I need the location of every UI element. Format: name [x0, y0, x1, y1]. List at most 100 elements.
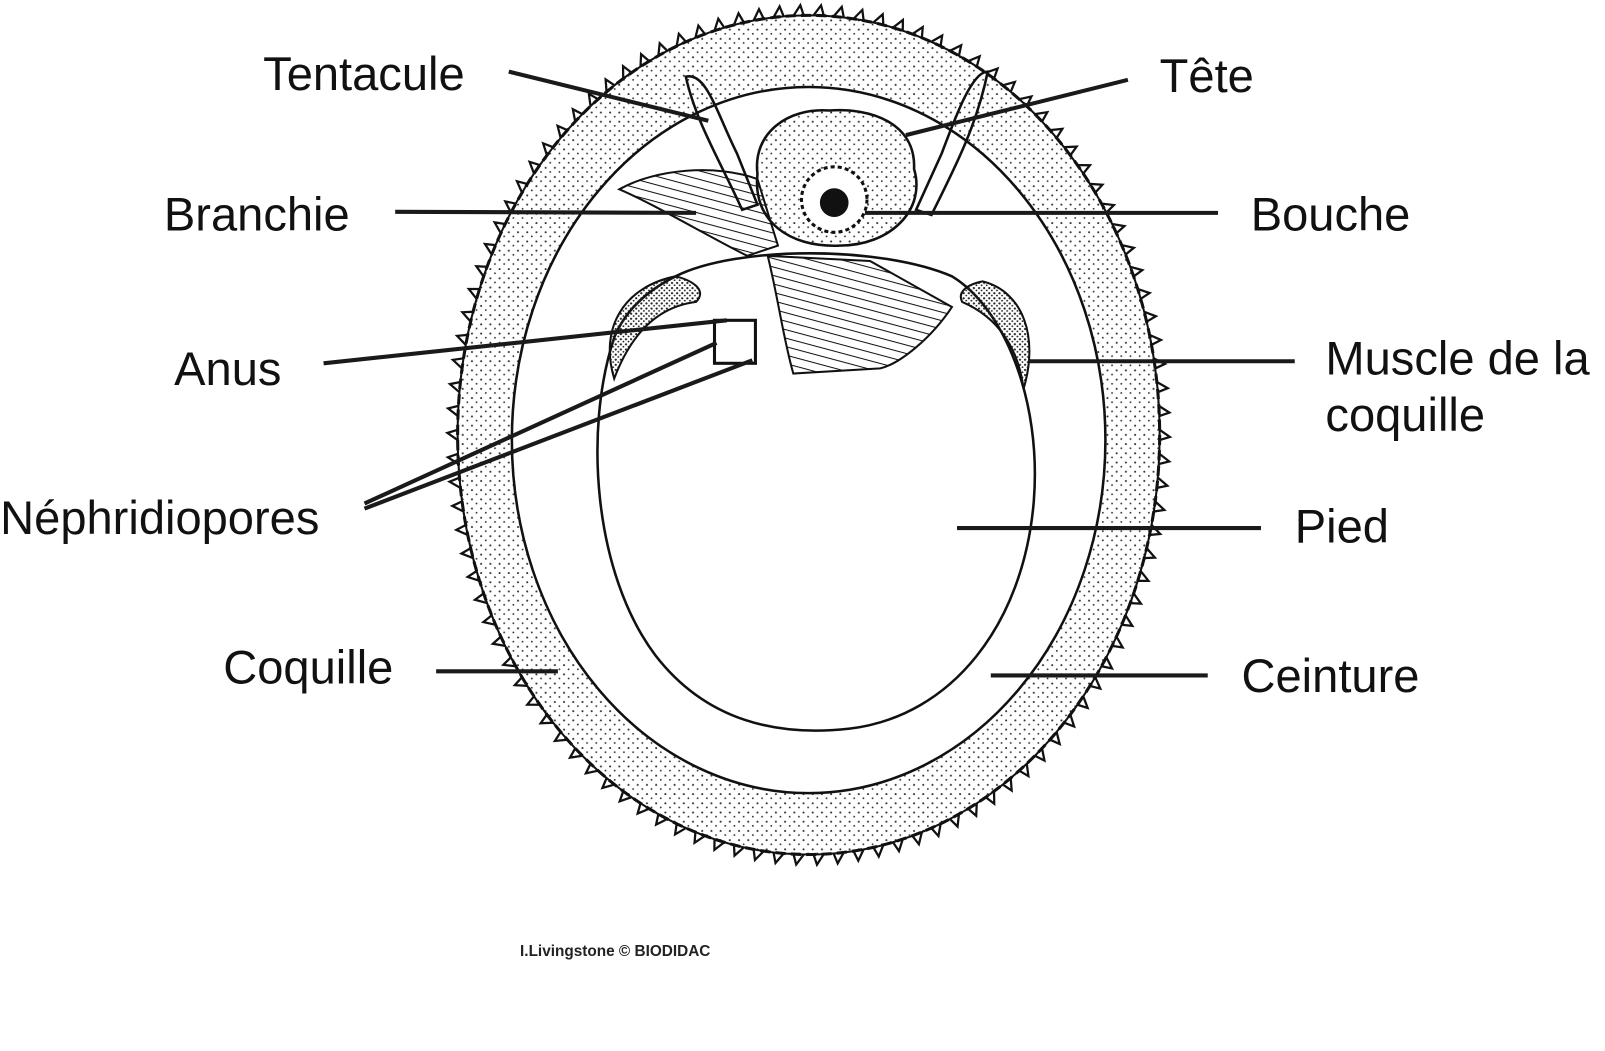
- leader-anus: [323, 318, 727, 366]
- girdle-spine: [852, 7, 865, 21]
- girdle-spine: [1049, 731, 1062, 747]
- girdle-spine: [812, 2, 825, 17]
- label-pied: Pied: [1295, 499, 1389, 552]
- girdle-spine: [911, 24, 925, 38]
- girdle-spine: [1158, 404, 1172, 418]
- girdle-spine: [792, 853, 805, 868]
- girdle-spine: [474, 265, 488, 278]
- girdle-spine: [480, 614, 496, 626]
- mantle-hatched: [766, 254, 954, 375]
- girdle-spine: [552, 731, 568, 743]
- girdle-spine: [1002, 777, 1013, 793]
- girdle-spine: [604, 77, 616, 92]
- girdle-spine: [713, 16, 726, 32]
- girdle-spine: [466, 287, 480, 300]
- girdle-spine: [930, 823, 942, 839]
- girdle-spine: [503, 199, 516, 214]
- credit: I.Livingstone © BIODIDAC: [520, 943, 710, 960]
- label-ceinture: Ceinture: [1242, 649, 1420, 702]
- girdle-spine: [693, 832, 706, 846]
- label-anus: Anus: [174, 342, 281, 395]
- girdle-spine: [490, 635, 506, 647]
- girdle-spine: [911, 831, 923, 847]
- girdle-spine: [465, 570, 480, 582]
- girdle-spine: [892, 17, 905, 31]
- girdle-spine: [949, 43, 963, 56]
- label-tete: Tête: [1160, 49, 1254, 102]
- girdle-spine: [1064, 145, 1079, 156]
- girdle-spine: [1111, 636, 1125, 649]
- leader-branchie: [395, 209, 697, 215]
- girdle-spine: [832, 851, 845, 866]
- girdle-spine: [538, 713, 554, 725]
- girdle-spine: [1121, 614, 1135, 628]
- girdle-spine: [515, 179, 528, 194]
- label-nephridiopores: Néphridiopores: [0, 491, 319, 544]
- foot-pied: [596, 252, 1037, 732]
- girdle-spine: [792, 2, 805, 17]
- girdle-spine: [450, 357, 464, 370]
- shell-muscle-right: [959, 280, 1031, 390]
- girdle-spine: [732, 844, 745, 859]
- girdle-spine: [1156, 476, 1170, 489]
- girdle-spine: [458, 547, 474, 560]
- girdle-spine: [930, 33, 944, 47]
- label-coquille: Coquille: [223, 641, 393, 694]
- girdle-spine: [472, 592, 488, 605]
- girdle-ceinture: [456, 13, 1162, 857]
- girdle-spine: [446, 476, 461, 489]
- girdle-spine: [1018, 763, 1030, 779]
- girdle-spine: [1077, 163, 1093, 175]
- girdle-spine: [1156, 381, 1171, 394]
- girdle-spine: [1063, 714, 1076, 729]
- girdle-spine: [694, 23, 706, 39]
- girdle-spine: [1089, 676, 1103, 691]
- girdle-spine: [600, 777, 615, 790]
- girdle-spine: [752, 6, 765, 21]
- label-branchie: Branchie: [164, 187, 350, 240]
- girdle-spine: [985, 791, 996, 807]
- label-muscle-line2: coquille: [1325, 388, 1485, 441]
- girdle-spine: [500, 656, 516, 668]
- girdle-spine: [587, 91, 599, 107]
- girdle-spine: [583, 763, 599, 775]
- gill-branchie: [617, 169, 780, 257]
- girdle-spine: [1089, 182, 1105, 194]
- girdle-spine: [527, 160, 541, 174]
- label-tentacule: Tentacule: [263, 47, 464, 100]
- girdle-spine: [772, 3, 785, 18]
- girdle-spine: [852, 848, 865, 864]
- girdle-spine: [567, 747, 583, 760]
- girdle-spine: [812, 853, 825, 868]
- girdle-spine: [445, 404, 459, 417]
- girdle-spine: [621, 63, 633, 79]
- girdle-spine: [1101, 656, 1115, 670]
- girdle-spine: [524, 695, 540, 706]
- girdle-spine: [985, 66, 1000, 79]
- girdle-spine: [657, 40, 669, 56]
- girdle-spine: [541, 141, 554, 156]
- girdle-spine: [1130, 592, 1144, 605]
- girdle-spine: [832, 4, 845, 18]
- girdle-spine: [1002, 80, 1017, 93]
- girdle-spine: [872, 11, 885, 25]
- girdle-spine: [454, 333, 468, 346]
- girdle-spine: [949, 814, 961, 829]
- girdle-spine: [555, 123, 568, 139]
- girdle-spine: [732, 10, 745, 26]
- girdle-spine: [617, 790, 632, 804]
- label-muscle-line1: Muscle de la: [1325, 332, 1590, 385]
- girdle-spine: [713, 839, 725, 853]
- girdle-spine: [967, 54, 982, 67]
- girdle-spine: [449, 500, 465, 513]
- girdle-spine: [752, 849, 765, 863]
- girdle-spine: [892, 838, 904, 854]
- girdle-spine: [1034, 110, 1050, 123]
- girdle-spine: [482, 242, 496, 256]
- girdle-spine: [675, 31, 687, 47]
- girdle-spine: [1049, 127, 1065, 139]
- girdle-spine: [1129, 265, 1145, 278]
- girdle-spine: [1077, 695, 1090, 710]
- girdle-spine: [571, 107, 583, 122]
